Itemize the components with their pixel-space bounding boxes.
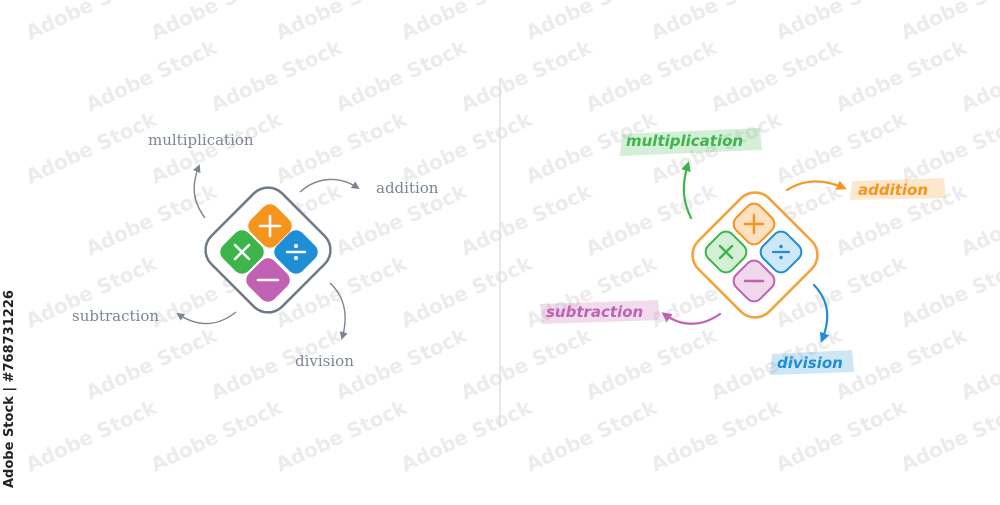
right-subtraction-key [732,259,776,303]
left-subtraction-key [246,258,290,302]
divide-icon [771,244,791,260]
left-arrow-division [329,282,348,340]
right-arrow-subtraction [661,312,722,325]
left-label-multiplication: multiplication [148,131,254,149]
left-arrow-addition [299,178,360,193]
right-label-division: division [777,354,843,372]
highlight-subtraction [540,300,660,324]
right-label-subtraction: subtraction [546,303,644,321]
highlight-multiplication [620,128,762,156]
divide-icon [285,244,307,260]
left-calculator-outline [204,186,332,314]
times-icon [233,243,251,261]
left-label-subtraction: subtraction [72,307,160,325]
left-arrow-subtraction [176,311,237,325]
plus-icon [743,213,765,235]
right-calculator-outline [691,191,819,319]
stock-credit: Adobe Stock | #768731226 [2,290,17,488]
left-addition-key [248,204,292,248]
highlight-division [770,350,854,375]
highlight-addition [850,178,946,200]
right-arrow-addition [785,180,847,192]
right-addition-key [732,202,776,246]
right-division-key [759,230,803,274]
right-multiplication-key [704,230,748,274]
right-label-multiplication: multiplication [626,132,744,150]
left-multiplication-key [220,230,264,274]
plus-icon [258,214,282,238]
left-label-addition: addition [376,179,439,197]
left-division-key [274,230,318,274]
left-arrow-multiplication [193,164,206,219]
right-arrow-division [812,283,830,343]
right-label-addition: addition [858,181,929,199]
times-icon [718,244,734,260]
left-label-division: division [295,352,354,370]
right-arrow-multiplication [681,161,693,220]
